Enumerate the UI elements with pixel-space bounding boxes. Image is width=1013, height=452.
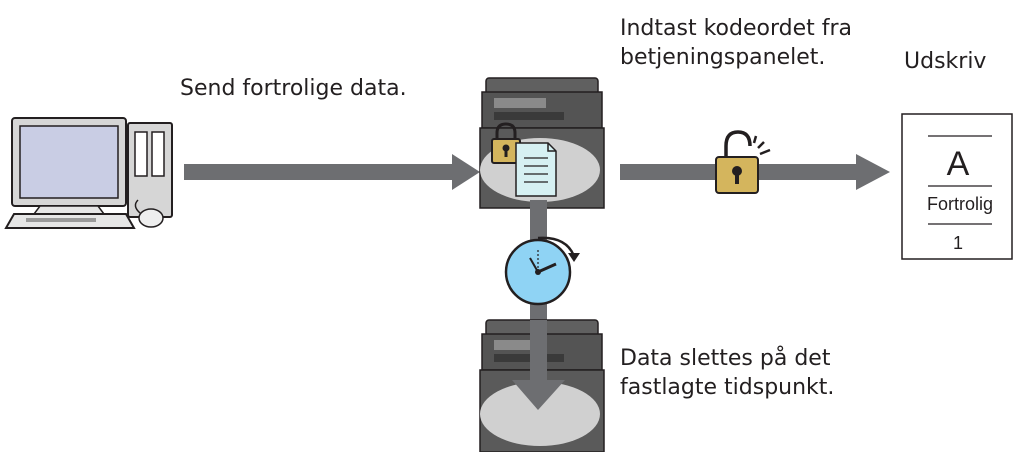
computer-icon (4, 117, 173, 229)
delete-data-label: Data slettes på det fastlagte tidspunkt. (620, 346, 835, 400)
print-label: Udskriv (904, 49, 987, 74)
enter-password-label: Indtast kodeordet fra betjeningspanelet. (620, 16, 853, 70)
printed-page-number: 1 (953, 233, 963, 253)
send-data-label: Send fortrolige data. (180, 76, 407, 101)
send-arrow (184, 154, 480, 190)
printed-page-caption: Fortrolig (927, 194, 993, 214)
delete-arrow-head (512, 320, 565, 410)
unlock-icon (715, 130, 771, 194)
document-icon (515, 142, 557, 197)
printed-page-icon: A Fortrolig 1 (901, 113, 1013, 260)
clock-icon (504, 236, 580, 306)
lock-icon (491, 122, 521, 164)
printed-page-letter: A (947, 145, 970, 183)
